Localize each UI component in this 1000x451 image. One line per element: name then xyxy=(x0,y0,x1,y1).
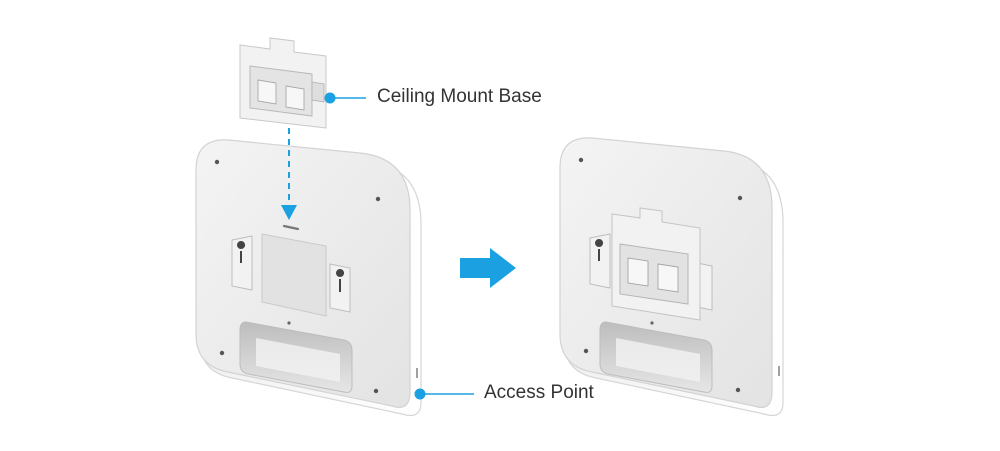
down-arrow-icon xyxy=(281,205,297,220)
insertion-guide xyxy=(281,128,297,220)
screw-hole xyxy=(583,348,589,354)
mount-plate-recess xyxy=(261,233,327,317)
right-arrow-icon xyxy=(460,248,516,288)
keyhole-left xyxy=(595,239,604,261)
screw-hole xyxy=(578,157,584,163)
screw-hole xyxy=(214,159,220,165)
handle-inner xyxy=(616,338,700,382)
latch-slot xyxy=(282,224,300,231)
access-point-left xyxy=(195,139,422,417)
screw-hole xyxy=(735,387,741,393)
mount-base-tab xyxy=(311,81,325,103)
indicator-dot xyxy=(650,321,654,325)
ceiling-mount-base xyxy=(239,37,327,129)
keyhole-right xyxy=(336,269,345,292)
screw-hole xyxy=(219,350,225,356)
access-point-label: Access Point xyxy=(484,382,594,403)
callout-access-point xyxy=(414,388,474,400)
attached-mount-clip xyxy=(627,257,679,293)
access-point-right xyxy=(559,137,784,417)
screw-hole xyxy=(737,195,743,201)
keyhole-left xyxy=(237,241,246,263)
ceiling-mount-base-label: Ceiling Mount Base xyxy=(377,86,542,107)
handle-inner xyxy=(256,338,340,382)
mount-base-clip xyxy=(257,79,305,111)
screw-hole xyxy=(373,388,379,394)
screw-hole xyxy=(375,196,381,202)
indicator-dot xyxy=(287,321,291,325)
callout-mount-base xyxy=(324,92,366,104)
